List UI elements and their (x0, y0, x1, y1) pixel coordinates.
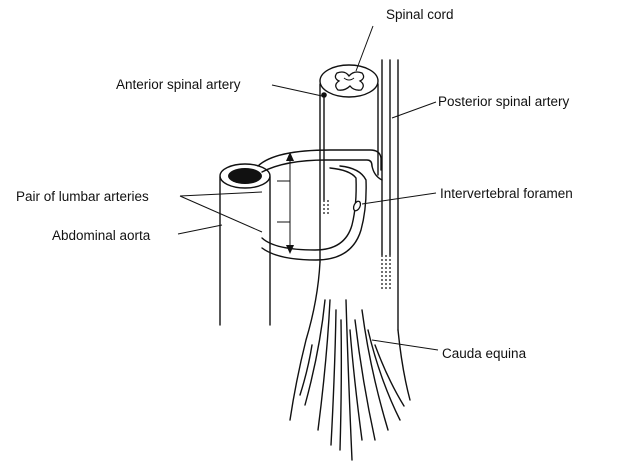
intervertebral-foramen (352, 200, 362, 212)
label-abdominal-aorta: Abdominal aorta (52, 228, 151, 243)
label-pair-of-lumbar-arteries: Pair of lumbar arteries (16, 189, 149, 204)
label-intervertebral-foramen: Intervertebral foramen (440, 186, 573, 201)
leader-lines (178, 26, 438, 350)
label-anterior-spinal-artery: Anterior spinal artery (116, 77, 241, 92)
posterior-spinal-artery (382, 60, 398, 330)
label-cauda-equina: Cauda equina (442, 346, 527, 361)
label-spinal-cord: Spinal cord (386, 7, 454, 22)
cauda-equina (290, 262, 410, 460)
label-posterior-spinal-artery: Posterior spinal artery (438, 94, 570, 109)
abdominal-aorta (220, 164, 270, 325)
